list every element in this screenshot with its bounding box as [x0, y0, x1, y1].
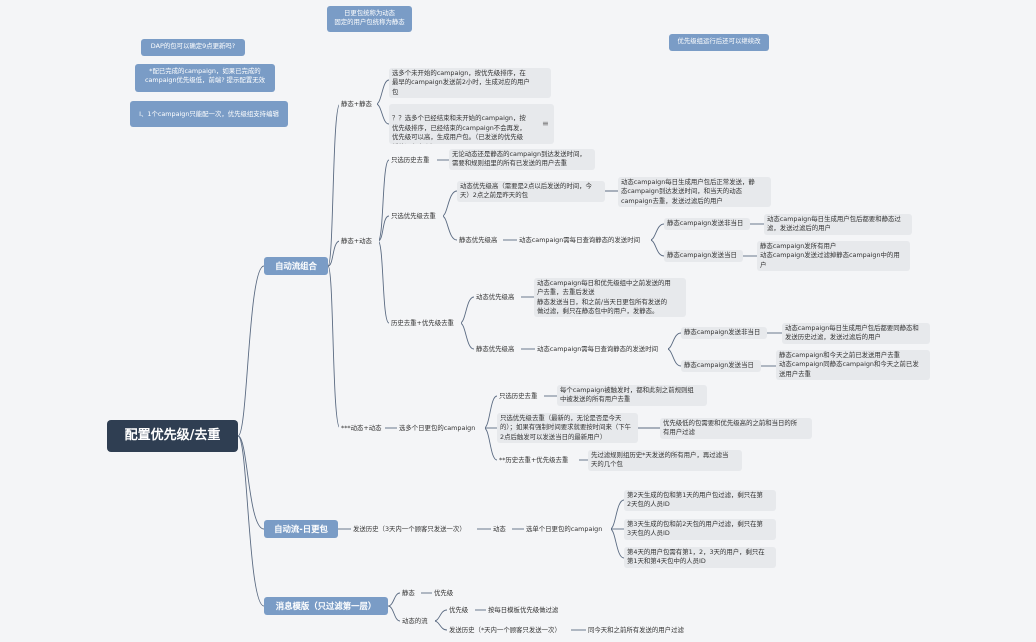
- topic-day3-filter[interactable]: 第3天生成的包和前2天包的用户过滤，剩只在第 3天包的人员ID: [624, 519, 776, 540]
- topic-dynamic-flow[interactable]: 动态的流: [400, 616, 435, 627]
- note-editable: 优先级组运行后还可以继续改: [669, 34, 769, 51]
- topic-static-msg-priority[interactable]: 优先级: [432, 588, 459, 599]
- topic-history-dedup-only-2-detail[interactable]: 每个campaign被触发时，都和此刻之前规则组 中被发送的所有用户去重: [557, 385, 707, 406]
- root-topic[interactable]: 配置优先级/去重: [107, 420, 238, 452]
- topic-daily-template-priority[interactable]: 按每日模板优先级做过滤: [486, 605, 570, 616]
- topic-static-send-today-2[interactable]: 静态campaign发送当日: [681, 360, 761, 372]
- topic-dynamic-dynamic[interactable]: ***动态+动态: [339, 423, 385, 434]
- topic-priority-dedup-only[interactable]: 只选优先级去重: [389, 211, 443, 222]
- topic-send-history-3days[interactable]: 发送历史（3天内一个顾客只发送一次）: [351, 524, 477, 535]
- topic-static-static[interactable]: 静态+静态: [339, 99, 377, 110]
- note-daily-vs-fixed: 日更包统称为动态 固定的用户包统称为静态: [327, 6, 412, 32]
- topic-send-history-days[interactable]: 发送历史（*天内一个顾客只发送一次）: [447, 625, 571, 636]
- topic-static-send-not-today[interactable]: 静态campaign发送非当日: [664, 218, 750, 230]
- topic-query-static-send-time-2[interactable]: 动态campaign需每日查询静态的发送时间: [535, 344, 668, 355]
- topic-static-send-today-2-detail[interactable]: 静态campaign和今天之前已发送用户去重 动态campaign同静态camp…: [776, 350, 930, 380]
- topic-static-priority-high-2[interactable]: 静态优先级高: [474, 344, 521, 355]
- topic-static-send-today[interactable]: 静态campaign发送当日: [664, 250, 743, 262]
- topic-day4-filter[interactable]: 第4天的用户包需有第1，2，3天的用户，剩只在 第1天和第4天包中的人员ID: [624, 547, 776, 568]
- topic-priority-dedup-latest[interactable]: 只选优先级去重（最新的，无论是否是今天 的）；如果有强制时间要求就要按时间来（下…: [497, 413, 638, 443]
- topic-history-and-priority-2-detail[interactable]: 先过滤规则组历史*天发送的所有用户，再过滤当 天的几个包: [588, 450, 742, 471]
- note-completed-campaign: *配已完成的campaign，如果已完成的 campaign优先级低，前端? 提…: [135, 64, 275, 92]
- topic-dynamic-priority-high-2-detail[interactable]: 动态campaign每日和优先级组中之前发送的用 户去重，去重后发送 静态发送当…: [534, 278, 686, 317]
- topic-static-static-b-text: ？？选多个已经结束和未开始的campaign，按 优先级排序，已经结束的camp…: [392, 114, 526, 144]
- note-dap-update: DAP的包可以确定9点更新吗?: [141, 39, 245, 56]
- category-message-template[interactable]: 消息模版（只过滤第一层）: [264, 597, 388, 615]
- topic-history-dedup-only[interactable]: 只选历史去重: [389, 155, 437, 166]
- topic-static-send-not-today-detail[interactable]: 动态campaign每日生成用户包后都要和静态过 滤，发送过滤后的用户: [764, 214, 912, 235]
- topic-dynamic[interactable]: 动态: [491, 524, 512, 535]
- notes-icon[interactable]: ≡: [542, 119, 549, 128]
- note-campaign-once: I、1个campaign只能配一次，优先级组支持编辑: [130, 101, 288, 127]
- topic-dynamic-priority-high-detail[interactable]: 动态campaign每日生成用户包后正常发送，静 态campaign到达发送时间…: [618, 177, 771, 207]
- topic-static-send-not-today-2[interactable]: 静态campaign发送非当日: [681, 327, 767, 339]
- topic-history-dedup-only-detail[interactable]: 无论动态还是静态的campaign到达发送时间， 需要和规则组里的所有已发送的用…: [449, 149, 595, 170]
- category-auto-flow-daily[interactable]: 自动流-日更包: [264, 520, 338, 538]
- topic-static-priority-high[interactable]: 静态优先级高: [457, 235, 503, 246]
- topic-history-and-priority-2[interactable]: **历史去重+优先级去重: [497, 455, 579, 466]
- topic-static-send-not-today-2-detail[interactable]: 动态campaign每日生成用户包后都要同静态和 发送历史过滤，发送过滤后的用户: [782, 323, 930, 344]
- topic-filter-sent-users[interactable]: 同今天和之前所有发送的用户过滤: [586, 625, 694, 636]
- topic-dynamic-priority-high[interactable]: 动态优先级高（需要是2点以后发送的时间，今 天）2点之前是昨天的包: [457, 181, 605, 202]
- topic-static-send-today-detail[interactable]: 静态campaign发所有用户 动态campaign发送过滤掉静态campaig…: [757, 241, 910, 271]
- topic-dynamic-priority-high-2[interactable]: 动态优先级高: [474, 292, 521, 303]
- topic-history-dedup-only-2[interactable]: 只选历史去重: [497, 391, 544, 402]
- topic-static-static-a[interactable]: 选多个未开始的campaign，按优先级排序，在 最早的campaign发送前2…: [389, 68, 551, 98]
- topic-static-static-b[interactable]: ？？选多个已经结束和未开始的campaign，按 优先级排序，已经结束的camp…: [389, 104, 554, 144]
- topic-multi-daily-campaign[interactable]: 选多个日更包的campaign: [397, 423, 485, 434]
- topic-single-daily-campaign[interactable]: 选单个日更包的campaign: [524, 524, 611, 535]
- topic-static-dynamic[interactable]: 静态+动态: [339, 236, 379, 247]
- category-auto-flow-combo[interactable]: 自动流组合: [264, 257, 328, 275]
- topic-history-and-priority[interactable]: 历史去重+优先级去重: [389, 318, 461, 329]
- topic-day2-filter[interactable]: 第2天生成的包和第1天的用户包过滤，剩只在第 2天包的人员ID: [624, 490, 776, 511]
- topic-priority-dedup-latest-detail[interactable]: 优先级低的包需要和优先级高的之前和当日的所 有用户过滤: [660, 418, 812, 439]
- topic-query-static-send-time[interactable]: 动态campaign需每日查询静态的发送时间: [517, 235, 651, 246]
- topic-dynamic-flow-priority[interactable]: 优先级: [447, 605, 475, 616]
- topic-static-msg[interactable]: 静态: [400, 588, 421, 599]
